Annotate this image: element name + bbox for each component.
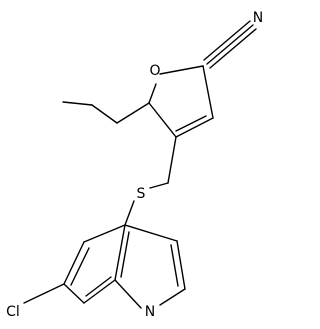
pyridine-ring bbox=[114, 224, 186, 309]
furan-ring bbox=[148, 65, 214, 138]
nitrile-group bbox=[203, 20, 257, 69]
atom-label-nitrile-n: N bbox=[253, 10, 262, 26]
methylene-thioether-linker bbox=[124, 136, 177, 226]
chemical-structure: N O S N Cl bbox=[6, 10, 263, 320]
atom-label-sulfur: S bbox=[137, 186, 146, 202]
structure-canvas: N O S N Cl bbox=[6, 10, 263, 320]
benzo-ring bbox=[63, 224, 126, 304]
atom-label-chlorine: Cl bbox=[6, 304, 20, 320]
propyl-chain bbox=[62, 101, 150, 124]
atom-label-furan-o: O bbox=[149, 63, 160, 79]
chloro-bond bbox=[23, 283, 65, 304]
atom-label-quinoline-n: N bbox=[145, 304, 155, 320]
